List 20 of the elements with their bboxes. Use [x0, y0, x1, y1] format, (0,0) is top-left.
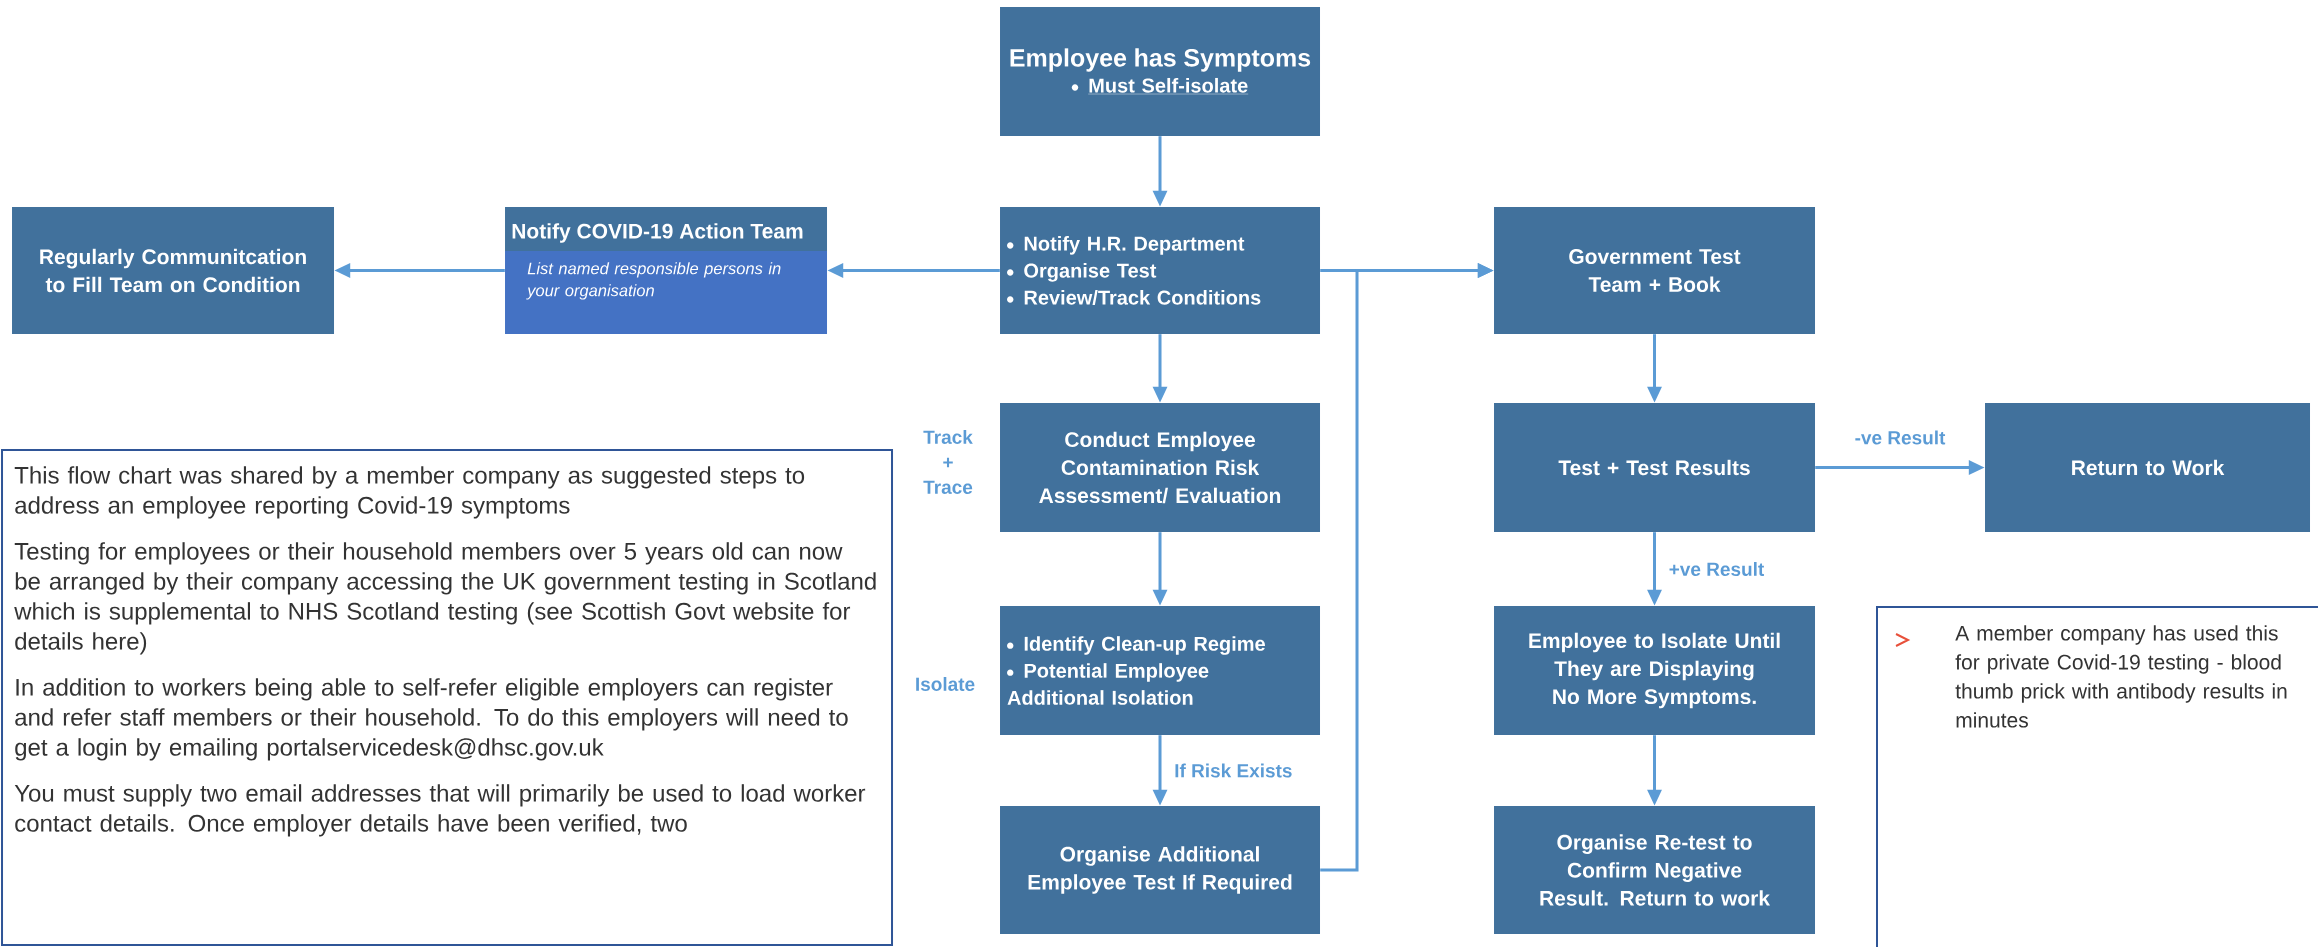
node-label: Notify COVID-19 Action Team	[512, 223, 803, 243]
text-box: This flow chart was shared by a member company as suggested steps to address an employee reporting Covid-19 symptoms Testing for employees or their household members over 5 years old can now be arranged by their company accessing the UK government testing in Scotland which is supplemental to NHS Scotland testing (see Scottish Govt website for details here) In addition to workers being able to self-refer eligible employers can register and refer staff members or their household. To do this employers will need to get a login by emailing portalservicedesk@dhsc.gov.uk You must supply two email addresses that will primarily be used to load worker contact details. Once employer details have been verified, two	[1, 449, 893, 946]
side-label: Isolate	[916, 677, 975, 691]
process-box: Employee has Symptoms Must Self-isolate	[1000, 7, 1320, 136]
edge-label: +ve Result	[1666, 560, 1767, 578]
process-box: Return to Work	[1985, 403, 2310, 532]
process-box: Organise Re-test to Confirm Negative Result. Return to work	[1494, 806, 1815, 934]
process-box: Identify Clean-up Regime Potential Employee Additional Isolation	[1000, 606, 1320, 735]
process-box: Organise Additional Employee Test If Required	[1000, 806, 1320, 934]
process-box: Regularly Communitcation to Fill Team on Condition	[12, 207, 334, 334]
process-box: Employee to Isolate Until They are Displaying No More Symptoms.	[1494, 606, 1815, 735]
info-box: A member company has used this for private Covid-19 testing - blood thumb prick with antibody results in minutes	[1876, 606, 2318, 947]
side-label: Track + Trace	[923, 430, 973, 494]
process-box: Government Test Team + Book	[1494, 207, 1815, 334]
process-box: Conduct Employee Contamination Risk Assessment/ Evaluation	[1000, 403, 1320, 532]
process-box: Notify COVID-19 Action Team List named responsible persons in your organisation	[505, 207, 827, 334]
process-box: Notify H.R. Department Organise Test Review/Track Conditions	[1000, 207, 1320, 334]
process-box: Test + Test Results	[1494, 403, 1815, 532]
edge-label: If Risk Exists	[1172, 761, 1295, 780]
edge-label: -ve Result	[1852, 428, 1948, 447]
